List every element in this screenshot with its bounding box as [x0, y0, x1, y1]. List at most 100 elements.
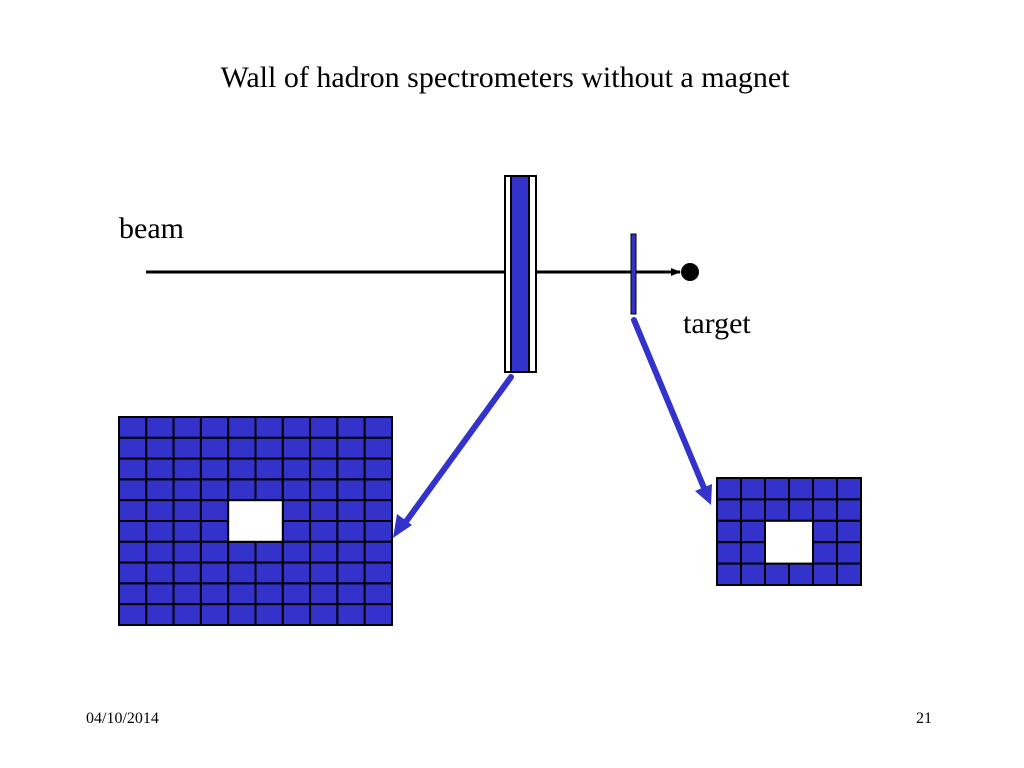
large-wall-cell — [363, 582, 394, 606]
small-wall-cell — [812, 541, 838, 565]
large-wall-arrow — [393, 374, 514, 538]
large-wall-cell — [363, 457, 394, 481]
large-wall-cell — [281, 478, 312, 502]
large-wall-cell — [363, 478, 394, 502]
small-wall-cell — [716, 519, 742, 544]
large-wall-cell — [309, 582, 339, 606]
small-wall-cell — [764, 562, 790, 586]
large-wall-cell — [336, 416, 366, 439]
large-wall-cell — [309, 540, 339, 564]
large-wall-cell — [172, 540, 202, 564]
large-detector-side-view — [504, 175, 537, 373]
small-wall-cell — [836, 477, 862, 501]
small-wall-arrowhead — [695, 484, 712, 505]
large-wall-cell — [118, 416, 148, 439]
large-wall-cell — [363, 436, 394, 460]
large-wall-cell — [118, 540, 148, 564]
large-wall-cell — [199, 603, 230, 627]
large-wall-cell — [145, 561, 175, 585]
large-wall-cell — [309, 478, 339, 502]
large-wall-cell — [199, 582, 230, 606]
large-wall-cell — [254, 416, 284, 439]
large-wall-cell — [145, 436, 175, 460]
large-wall-cell — [254, 561, 284, 585]
small-wall-cell — [836, 519, 862, 544]
small-wall-cell — [740, 477, 766, 501]
small-wall-cell — [836, 498, 862, 522]
large-wall-cell — [227, 582, 257, 606]
large-wall-cell — [309, 416, 339, 439]
large-wall-cell — [118, 436, 148, 460]
large-wall-cell — [172, 603, 202, 627]
large-wall-cell — [363, 540, 394, 564]
large-wall-cell — [281, 561, 312, 585]
small-wall-arrow — [631, 317, 712, 505]
target-label: target — [683, 307, 751, 340]
large-wall-cell — [118, 457, 148, 481]
large-wall-cell — [145, 540, 175, 564]
large-wall-cell — [254, 540, 284, 564]
large-wall-cell — [118, 499, 148, 523]
small-wall-beam-hole — [764, 519, 814, 565]
large-wall-cell — [281, 520, 312, 543]
small-wall-cell — [812, 562, 838, 586]
small-wall-cell — [788, 477, 814, 501]
large-wall-cell — [281, 457, 312, 481]
large-wall-cell — [172, 582, 202, 606]
large-wall-cell — [363, 416, 394, 439]
large-wall-cell — [227, 436, 257, 460]
large-wall-cell — [309, 561, 339, 585]
small-wall-cell — [836, 562, 862, 586]
large-wall-cell — [118, 561, 148, 585]
large-wall-cell — [336, 561, 366, 585]
large-wall-cell — [172, 457, 202, 481]
large-wall-cell — [336, 603, 366, 627]
large-wall-cell — [254, 436, 284, 460]
large-wall-cell — [172, 436, 202, 460]
small-wall-cell — [716, 498, 742, 522]
small-wall-cell — [788, 498, 814, 522]
target-dot — [681, 263, 699, 281]
large-wall-cell — [199, 520, 230, 543]
large-wall-cell — [254, 603, 284, 627]
large-wall-cell — [363, 603, 394, 627]
large-wall-cell — [199, 436, 230, 460]
large-wall-cell — [227, 603, 257, 627]
large-wall-cell — [336, 520, 366, 543]
large-wall-cell — [145, 582, 175, 606]
small-detector-side-view — [630, 233, 637, 315]
small-wall-front-view — [716, 477, 862, 586]
large-wall-cell — [336, 582, 366, 606]
large-wall-cell — [336, 540, 366, 564]
large-wall-cell — [254, 582, 284, 606]
large-wall-cell — [118, 603, 148, 627]
small-wall-cell — [740, 498, 766, 522]
large-wall-cell — [363, 499, 394, 523]
large-wall-cell — [336, 457, 366, 481]
large-wall-cell — [145, 457, 175, 481]
footer-date: 04/10/2014 — [86, 710, 159, 727]
large-wall-cell — [145, 499, 175, 523]
large-wall-cell — [254, 457, 284, 481]
large-wall-cell — [199, 561, 230, 585]
large-wall-cell — [336, 499, 366, 523]
large-wall-cell — [281, 416, 312, 439]
large-wall-cell — [172, 561, 202, 585]
beam-label: beam — [119, 212, 184, 245]
large-wall-cell — [118, 520, 148, 543]
large-wall-cell — [118, 582, 148, 606]
large-wall-cell — [254, 478, 284, 502]
large-wall-cell — [309, 520, 339, 543]
large-wall-cell — [309, 436, 339, 460]
large-wall-cell — [336, 478, 366, 502]
large-wall-cell — [172, 520, 202, 543]
large-wall-cell — [199, 416, 230, 439]
large-wall-cell — [145, 478, 175, 502]
small-wall-cell — [740, 562, 766, 586]
large-wall-cell — [336, 436, 366, 460]
large-wall-cell — [281, 436, 312, 460]
large-wall-cell — [172, 416, 202, 439]
large-wall-front-view — [118, 416, 394, 627]
large-wall-cell — [199, 457, 230, 481]
large-wall-cell — [172, 478, 202, 502]
